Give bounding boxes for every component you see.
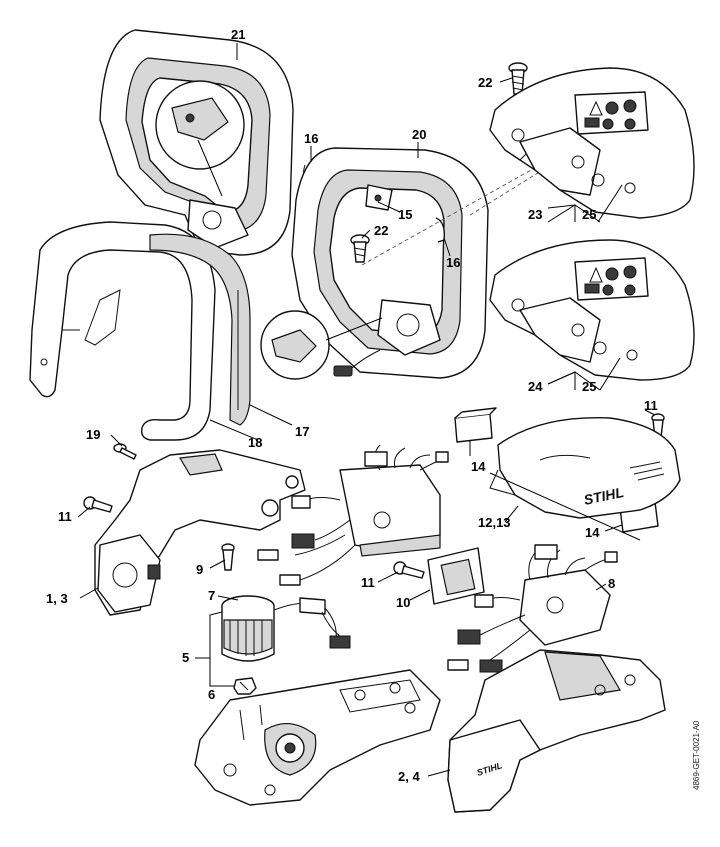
label-part-8: 8 [608, 576, 616, 591]
screw-11-left [83, 496, 113, 513]
housing-shell-1-3 [94, 449, 306, 616]
drawing-code: 4869-GET-0021-A0 [692, 720, 701, 790]
label-part-25-upper: 25 [582, 207, 597, 222]
assembly-line-a [361, 164, 541, 266]
housing-shell-2-4: STIHL [447, 649, 666, 813]
label-part-11-center: 11 [361, 575, 375, 590]
label-part-22-upper: 22 [478, 75, 493, 90]
label-part-14-lower: 14 [585, 525, 600, 540]
label-part-19: 19 [86, 427, 101, 442]
label-part-16-upper: 16 [304, 131, 319, 146]
label-part-17: 17 [295, 424, 310, 439]
label-part-25-lower: 25 [582, 379, 597, 394]
screw-19 [113, 443, 137, 460]
label-part-11-right: 11 [644, 398, 658, 413]
screw-11-center [393, 561, 425, 579]
label-part-24: 24 [528, 379, 543, 394]
screw-9 [221, 543, 235, 571]
top-cover-12-13: STIHL [489, 417, 681, 519]
coupling-6 [233, 677, 257, 695]
screw-22-lower [350, 234, 370, 263]
handle-grip-17 [149, 233, 251, 426]
label-part-11-left: 11 [58, 509, 72, 524]
label-part-12-13: 12,13 [478, 515, 511, 530]
label-part-23: 23 [528, 207, 543, 222]
label-part-15: 15 [398, 207, 413, 222]
cover-23 [489, 67, 695, 219]
motor-5 [221, 595, 351, 662]
label-part-20: 20 [412, 127, 427, 142]
label-part-2-4: 2, 4 [398, 769, 420, 784]
label-part-16-lower: 16 [446, 255, 461, 270]
wiring-harness [257, 444, 449, 586]
label-part-10: 10 [396, 595, 411, 610]
handle-frame-20 [260, 147, 489, 380]
label-part-1-3: 1, 3 [46, 591, 68, 606]
label-part-9: 9 [196, 562, 204, 577]
foam-pad-14-upper [454, 407, 497, 443]
handle-frame-21 [99, 29, 294, 256]
label-part-14-upper: 14 [471, 459, 486, 474]
label-part-22-lower: 22 [374, 223, 389, 238]
cover-24 [489, 239, 695, 381]
label-part-18: 18 [248, 435, 263, 450]
screw-22-upper [508, 62, 528, 95]
label-part-7: 7 [208, 588, 216, 603]
label-part-5: 5 [182, 650, 190, 665]
module-10 [427, 547, 485, 605]
gear-housing-base [194, 669, 441, 806]
label-part-21: 21 [231, 27, 246, 42]
leader-lines [77, 43, 656, 777]
harness-8 [447, 544, 618, 673]
label-part-6: 6 [208, 687, 216, 702]
